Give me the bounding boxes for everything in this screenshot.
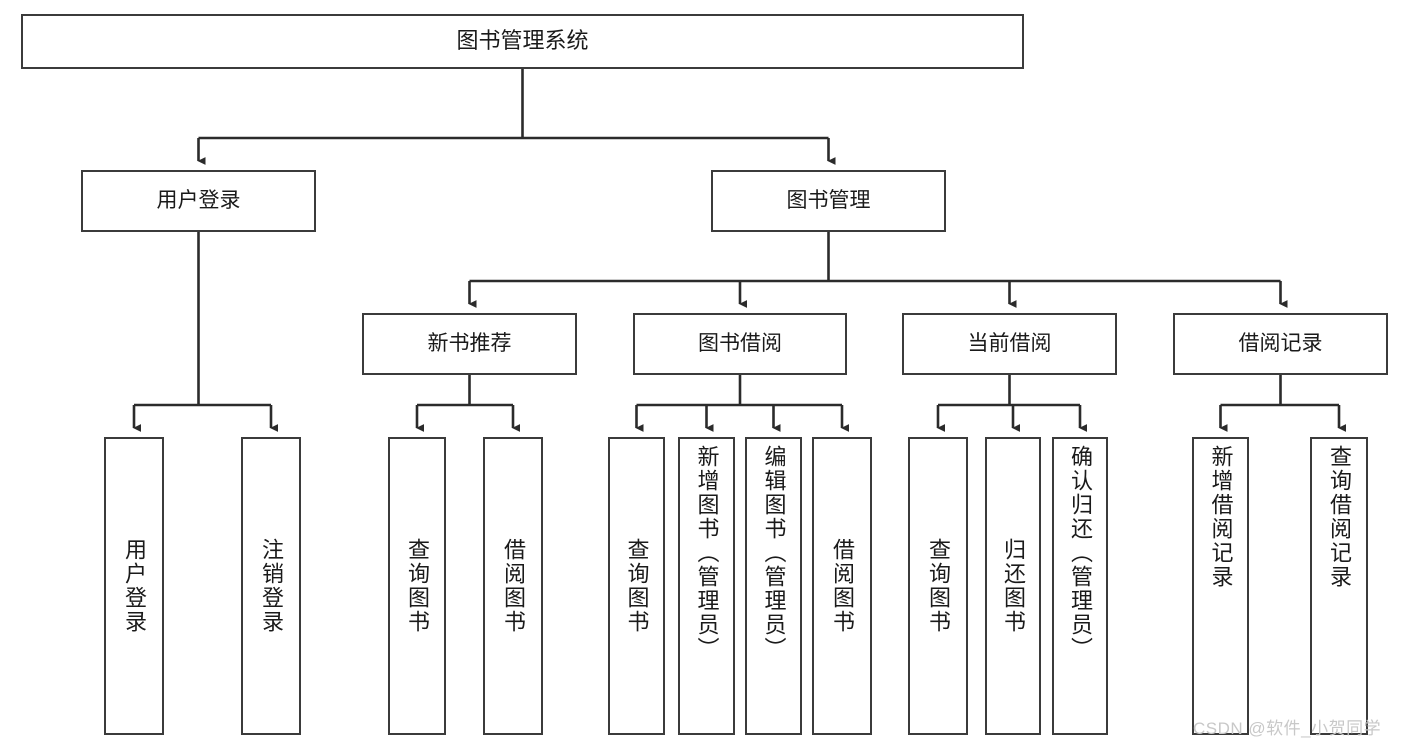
node-records[interactable]: 借阅记录 [1173, 313, 1388, 375]
node-label: 新增借阅记录 [1208, 445, 1234, 589]
node-label: 查询图书 [624, 538, 650, 634]
node-label: 借阅记录 [1238, 332, 1323, 356]
node-label: 借阅图书 [501, 538, 526, 634]
node-root[interactable]: 图书管理系统 [21, 14, 1024, 69]
node-current[interactable]: 当前借阅 [902, 313, 1117, 375]
node-l-confirm[interactable]: 确认归还（管理员） [1052, 437, 1108, 735]
node-label: 新增图书（管理员） [694, 445, 720, 661]
node-l-login[interactable]: 用户登录 [104, 437, 164, 735]
node-label: 借阅图书 [830, 538, 855, 634]
node-l-q3[interactable]: 查询图书 [908, 437, 968, 735]
node-new-rec[interactable]: 新书推荐 [362, 313, 577, 375]
node-l-b2[interactable]: 借阅图书 [812, 437, 872, 735]
node-l-logout[interactable]: 注销登录 [241, 437, 301, 735]
node-label: 归还图书 [1001, 538, 1026, 634]
node-label: 图书管理 [786, 189, 871, 213]
node-l-add[interactable]: 新增图书（管理员） [678, 437, 735, 735]
node-label: 图书借阅 [698, 332, 782, 356]
node-borrow[interactable]: 图书借阅 [633, 313, 847, 375]
node-l-b1[interactable]: 借阅图书 [483, 437, 543, 735]
node-label: 用户登录 [122, 538, 147, 634]
node-label: 当前借阅 [967, 332, 1052, 356]
node-l-addrec[interactable]: 新增借阅记录 [1192, 437, 1249, 735]
node-book-mgmt[interactable]: 图书管理 [711, 170, 946, 232]
node-l-return[interactable]: 归还图书 [985, 437, 1041, 735]
node-label: 查询图书 [926, 538, 951, 634]
node-l-q2[interactable]: 查询图书 [608, 437, 665, 735]
node-label: 确认归还（管理员） [1068, 445, 1093, 661]
node-l-q1[interactable]: 查询图书 [388, 437, 446, 735]
node-label: 新书推荐 [427, 332, 512, 356]
node-l-qrec[interactable]: 查询借阅记录 [1310, 437, 1368, 735]
node-label: 查询借阅记录 [1327, 445, 1352, 589]
node-label: 编辑图书（管理员） [761, 445, 787, 661]
node-user-login[interactable]: 用户登录 [81, 170, 316, 232]
node-l-edit[interactable]: 编辑图书（管理员） [745, 437, 802, 735]
node-label: 用户登录 [156, 189, 241, 213]
node-label: 图书管理系统 [456, 28, 589, 54]
node-label: 查询图书 [405, 538, 430, 634]
node-label: 注销登录 [259, 538, 284, 634]
csdn-watermark: CSDN @软件_小贺同学 [1193, 719, 1382, 738]
